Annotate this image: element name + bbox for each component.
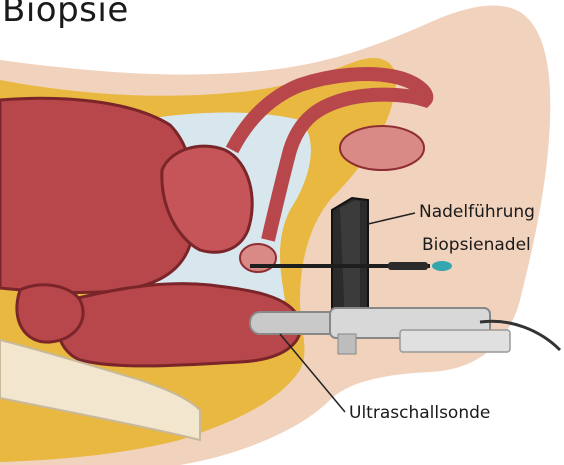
label-ultrasound-probe: Ultraschallsonde [349, 403, 490, 423]
label-biopsy-needle: Biopsienadel [422, 235, 531, 255]
intestine-loop [17, 285, 83, 342]
label-needle-guide: Nadelführung [419, 202, 535, 222]
needle-tip-cap [432, 261, 452, 271]
testis [340, 126, 424, 170]
